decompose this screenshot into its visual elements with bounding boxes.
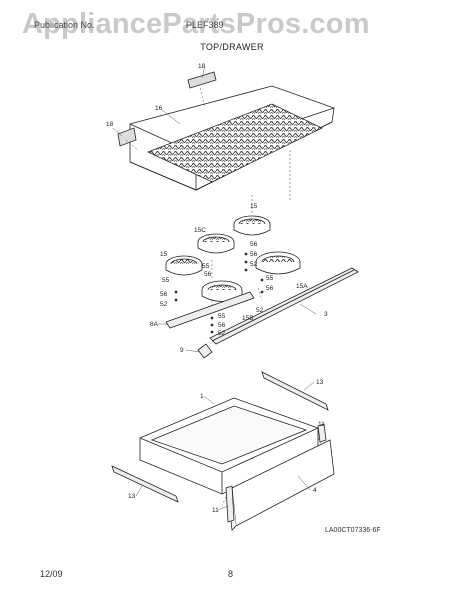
header-publication-label: Publication No.	[34, 20, 95, 30]
callout-56-e: 56	[266, 285, 274, 292]
callout-15-rear: 15	[250, 203, 258, 210]
leader-lines	[112, 65, 317, 511]
rail-3	[209, 267, 359, 345]
surface-element-15-rear	[233, 215, 271, 236]
surface-element-left	[165, 255, 203, 276]
diagram-code: LA00CT07336-6F	[325, 527, 381, 534]
callout-15a: 15A	[296, 283, 308, 290]
footer-date: 12/09	[40, 569, 63, 579]
callout-52-d: 52	[218, 330, 226, 337]
callout-16: 16	[155, 105, 163, 112]
callout-8a: 8A	[150, 321, 159, 328]
callout-4: 4	[313, 487, 317, 494]
cooktop-top-assembly	[117, 71, 335, 191]
callout-56-d: 56	[160, 291, 168, 298]
callout-56-a: 56	[250, 241, 258, 248]
element-fasteners	[174, 252, 264, 334]
surface-element-15c	[197, 233, 235, 254]
callout-15-left: 15	[160, 251, 168, 258]
callout-13-right: 13	[316, 379, 324, 386]
callout-56-b: 56	[250, 251, 258, 258]
rail-8a	[165, 291, 255, 329]
callout-52-b: 52	[160, 301, 168, 308]
callout-11-right: 11	[318, 421, 325, 428]
callout-52-c: 52	[256, 307, 264, 314]
callout-56-c: 56	[204, 271, 212, 278]
trim-9	[197, 343, 213, 359]
callout-56-f: 56	[218, 322, 226, 329]
callout-18-left: 18	[106, 121, 114, 128]
callout-15b: 15B	[242, 315, 254, 322]
section-title: TOP/DRAWER	[200, 42, 264, 52]
surface-element-15a	[255, 251, 301, 275]
callout-55-b: 55	[162, 277, 170, 284]
footer-page-number: 8	[228, 569, 234, 579]
header-model-number: PLEF389	[186, 20, 224, 30]
callout-55-d: 55	[218, 313, 226, 320]
callout-55-a: 55	[202, 263, 210, 270]
callout-55-c: 55	[266, 275, 274, 282]
watermark-text: AppliancePartsPros.com	[22, 8, 370, 40]
callout-13-left: 13	[128, 493, 136, 500]
drawer-rail-13-right	[261, 371, 329, 411]
callout-52-a: 52	[250, 261, 258, 268]
callout-11-left: 11	[212, 507, 219, 514]
callout-18-top: 18	[198, 63, 206, 70]
drawer-rail-13-left	[111, 465, 179, 503]
callout-3: 3	[324, 311, 328, 318]
callout-labels: 18 16 18 15 15C 56 56 52 55 56 15 55 55 …	[106, 63, 328, 514]
drawer-slide-11	[225, 423, 327, 523]
callout-15c: 15C	[194, 227, 206, 234]
alignment-lines	[125, 87, 325, 506]
callout-9: 9	[180, 347, 184, 354]
callout-1: 1	[200, 393, 204, 400]
